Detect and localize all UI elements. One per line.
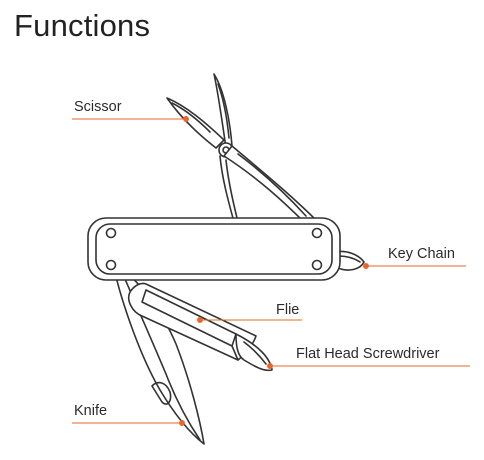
page-title: Functions <box>14 8 151 43</box>
file-label: Flie <box>276 302 300 318</box>
leader-lines <box>72 116 470 426</box>
rivet-icon <box>105 227 117 239</box>
key-chain-label: Key Chain <box>388 246 455 262</box>
scissor-tool <box>166 73 319 225</box>
screwdriver-tool <box>235 333 273 372</box>
rivet-icon <box>105 259 117 271</box>
flat-head-screwdriver-label: Flat Head Screwdriver <box>296 346 440 362</box>
key-chain-leader-dot <box>363 263 369 269</box>
screwdriver-leader-dot <box>267 363 273 369</box>
knife-body <box>87 217 341 281</box>
file-leader-dot <box>197 317 203 323</box>
scissor-leader-dot <box>183 116 189 122</box>
rivet-icon <box>311 259 323 271</box>
knife-label: Knife <box>74 403 108 419</box>
knife-leader-dot <box>179 420 185 426</box>
scissor-label: Scissor <box>74 99 122 115</box>
rivet-icon <box>311 227 323 239</box>
